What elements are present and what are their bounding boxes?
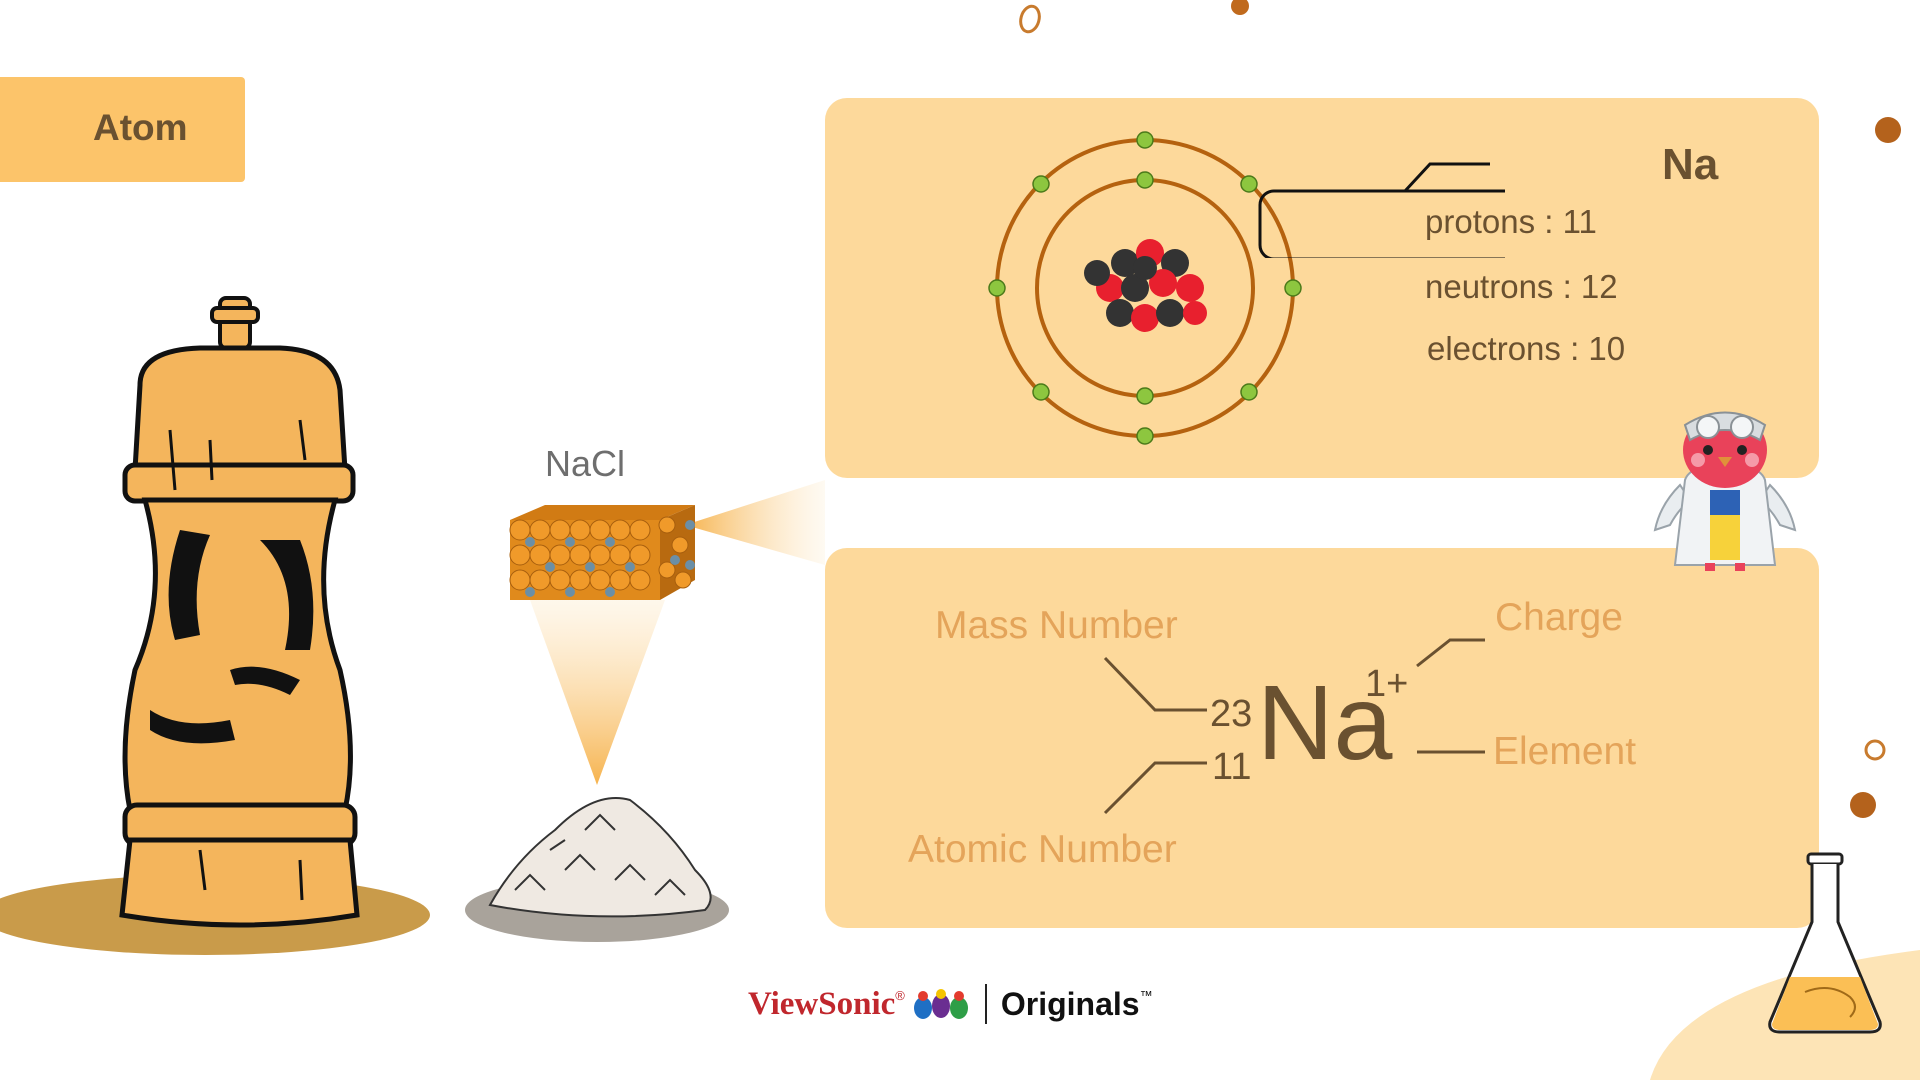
charge-value: 1+ xyxy=(1365,663,1409,705)
compound-label: NaCl xyxy=(545,443,626,484)
atom-model-panel: Na protons : 11 neutrons : 12 electrons … xyxy=(825,98,1819,478)
topic-tag: Atom xyxy=(0,77,245,182)
charge-label: Charge xyxy=(1495,596,1623,639)
bohr-atom-diagram xyxy=(988,131,1302,445)
element-symbol: Na xyxy=(1662,140,1719,189)
scientist-mascot xyxy=(1653,411,1797,571)
notation-leader-lines xyxy=(1103,638,1485,815)
isotope-notation-panel: Mass Number Atomic Number Charge Element… xyxy=(825,548,1819,928)
notation-symbol: Na xyxy=(1257,664,1393,782)
product-trademark: ™ xyxy=(1139,988,1153,1003)
product-name: Originals xyxy=(1000,985,1140,1022)
atomic-number-label: Atomic Number xyxy=(908,828,1177,871)
electrons-count: electrons : 10 xyxy=(1427,330,1626,367)
brand-name: ViewSonic xyxy=(748,985,896,1022)
birds-logo-icon xyxy=(913,989,968,1019)
element-callout-line xyxy=(1258,162,1505,258)
topic-tag-label: Atom xyxy=(93,107,188,148)
atomic-number-value: 11 xyxy=(1212,746,1252,788)
flask-icon xyxy=(1768,852,1882,1034)
nacl-crystal-illustration xyxy=(465,480,825,942)
salt-grinder-illustration xyxy=(0,296,430,955)
protons-count: protons : 11 xyxy=(1425,203,1597,240)
logo-divider xyxy=(984,984,987,1024)
footer-logo: ViewSonic ® Originals ™ xyxy=(748,982,1153,1026)
element-label: Element xyxy=(1493,730,1637,773)
neutrons-count: neutrons : 12 xyxy=(1425,268,1618,305)
brand-registered-mark: ® xyxy=(895,988,905,1003)
mass-number-value: 23 xyxy=(1210,693,1253,735)
mass-number-label: Mass Number xyxy=(935,604,1178,647)
